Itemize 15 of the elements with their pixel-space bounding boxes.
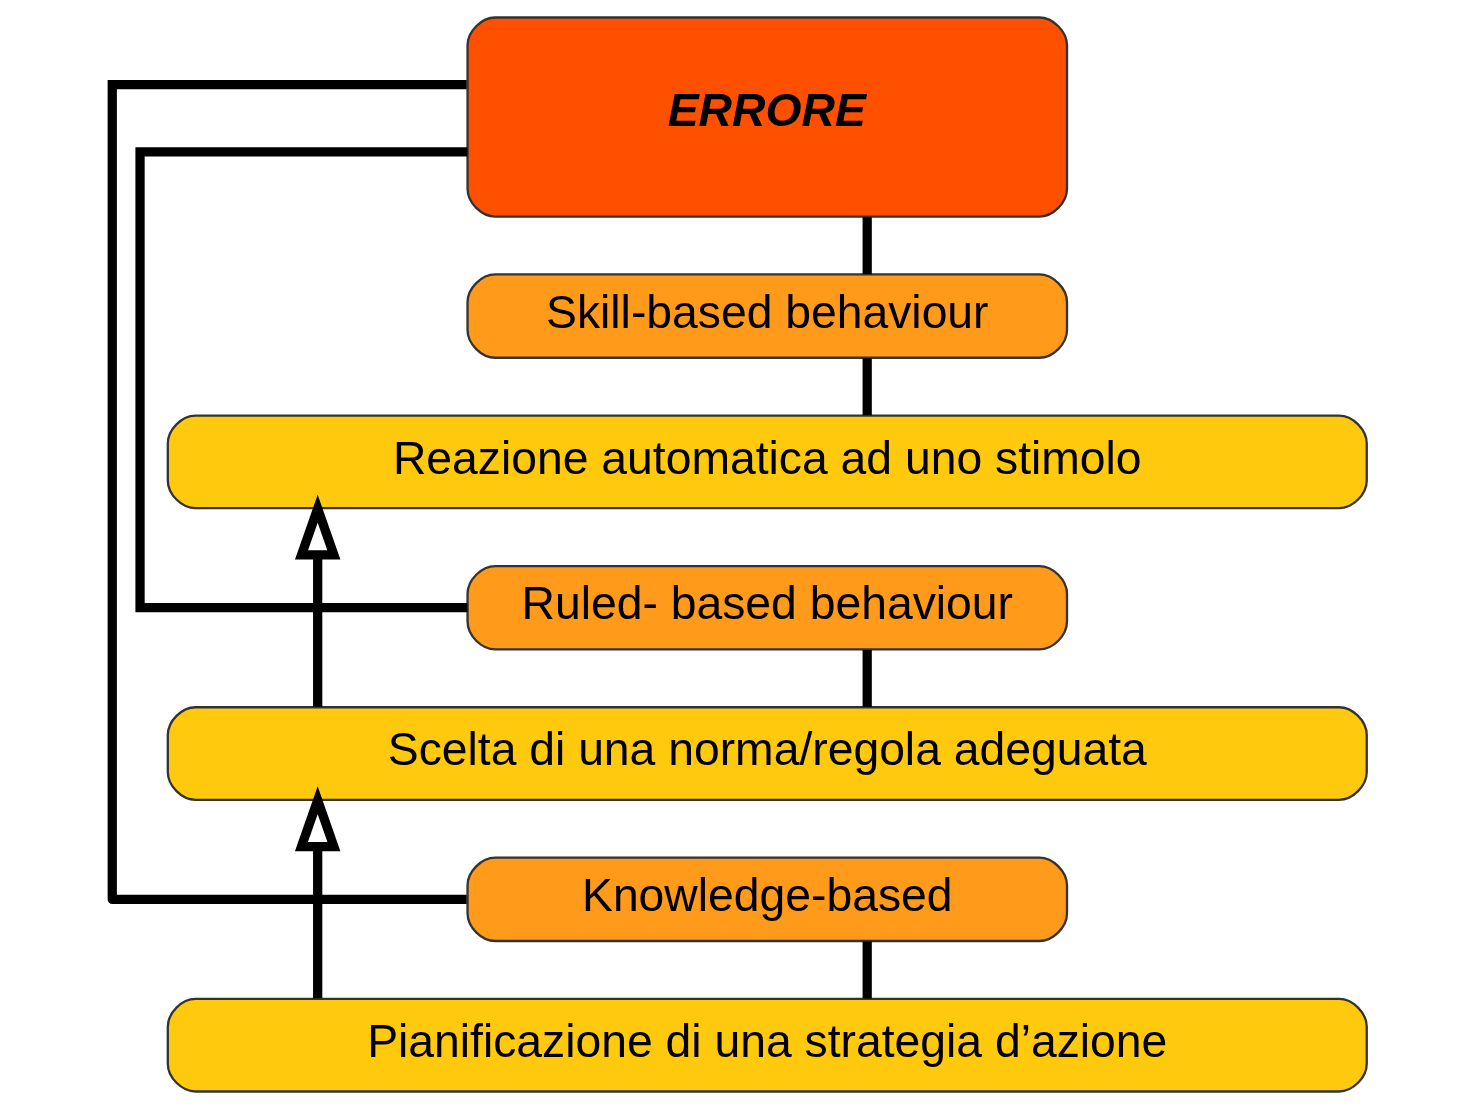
node-box: Pianificazione di una strategia d’azione xyxy=(166,997,1368,1093)
arrow xyxy=(294,786,341,999)
node-box: Scelta di una norma/regola adeguata xyxy=(166,706,1368,801)
node-box: Ruled- based behaviour xyxy=(466,564,1069,651)
connector xyxy=(862,649,872,707)
connector xyxy=(135,147,468,613)
connector xyxy=(862,941,872,999)
connector xyxy=(862,217,872,275)
node-box: Reazione automatica ad uno stimolo xyxy=(166,414,1368,510)
connector xyxy=(862,358,872,416)
connector xyxy=(107,80,467,904)
node-box: Knowledge-based xyxy=(466,856,1069,943)
node-box: Skill-based behaviour xyxy=(466,273,1069,359)
arrow xyxy=(294,494,341,707)
node-box: ERRORE xyxy=(466,16,1069,218)
